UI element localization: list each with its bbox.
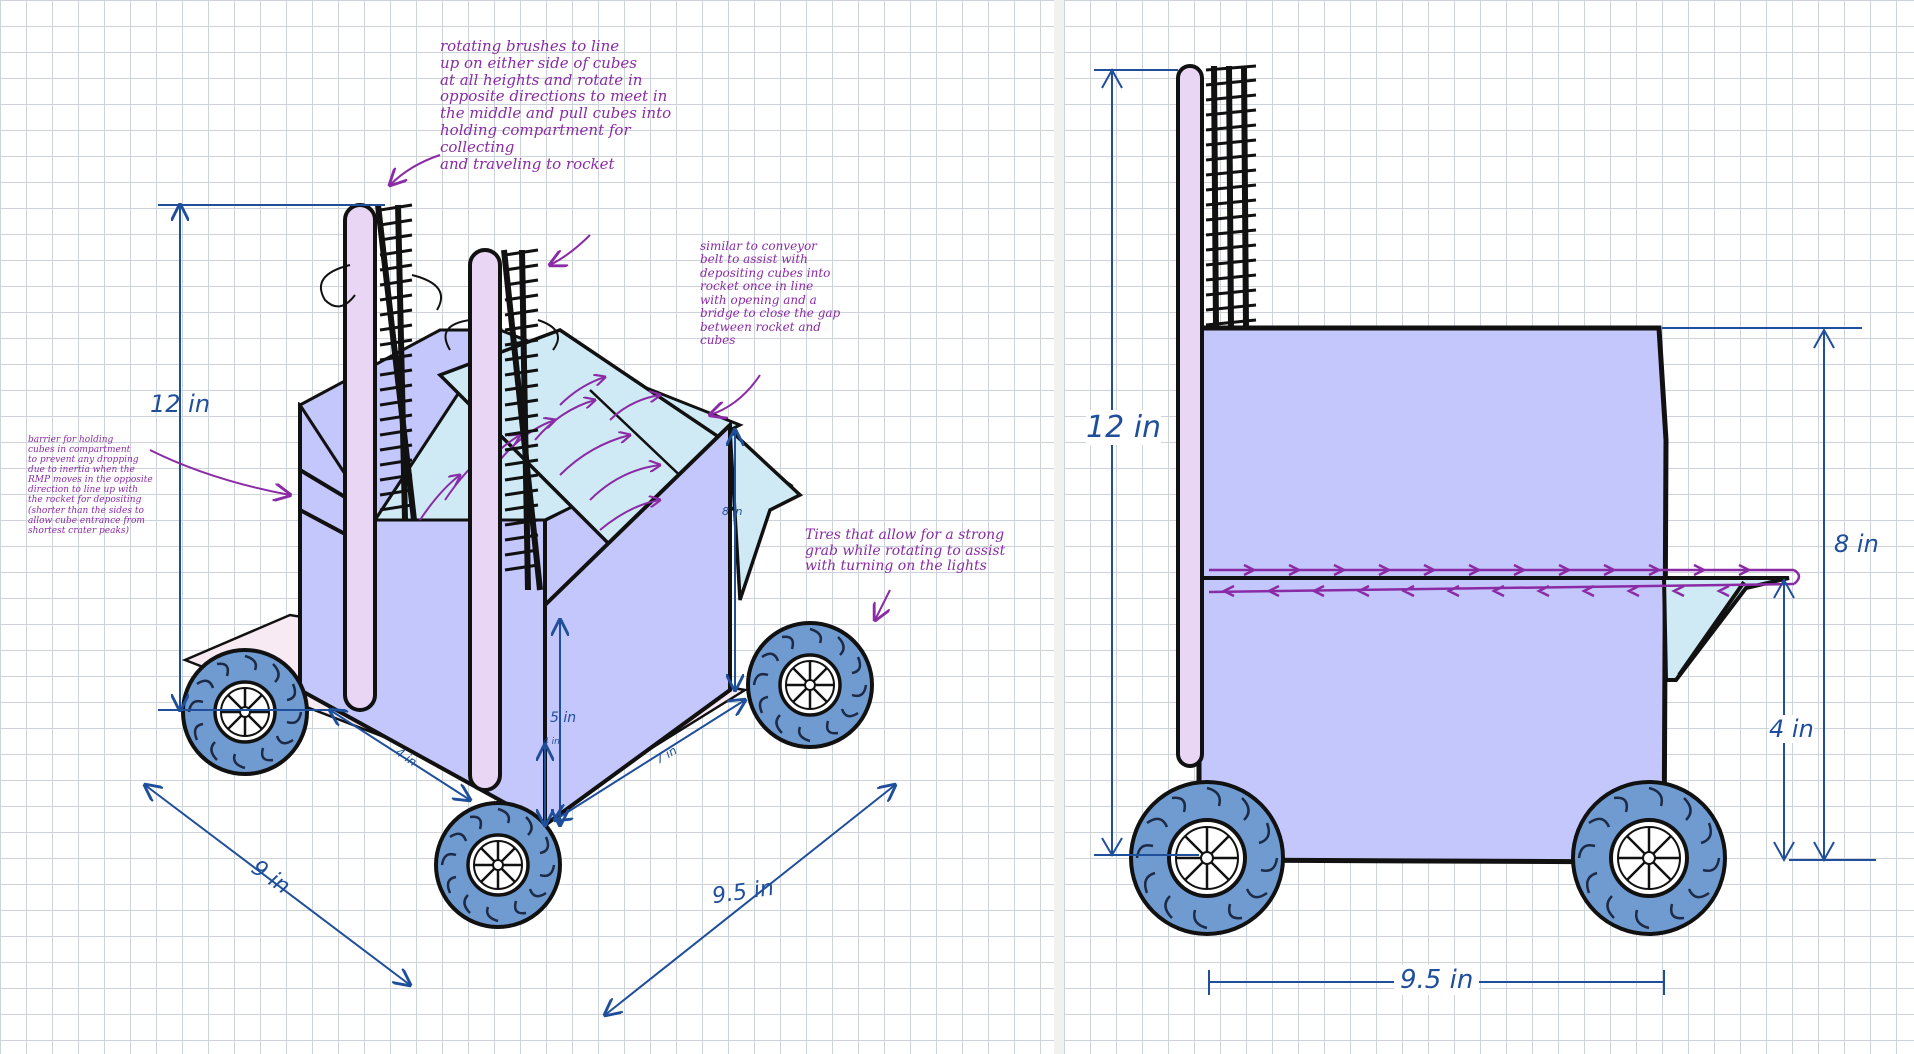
- side-length-label: 9.5 in: [1394, 965, 1480, 995]
- side-dimension-lines: [1094, 67, 1876, 995]
- right-brush: [501, 248, 543, 591]
- front-left-tire: [181, 648, 309, 776]
- isometric-view-panel: rotating brushes to line up on either si…: [0, 0, 1054, 1054]
- isometric-drawing: [0, 154, 1054, 1054]
- tires-annotation: Tires that allow for a strong grab while…: [805, 527, 1006, 575]
- side-clearance-label: 4 in: [1769, 715, 1814, 743]
- side-bridge: [1661, 576, 1790, 682]
- side-body: [1196, 325, 1669, 865]
- conveyor-annotation: similar to conveyor belt to assist with …: [700, 239, 841, 348]
- side-height-dimension-label: 8 in: [722, 505, 743, 518]
- side-box-height-label: 8 in: [1834, 530, 1879, 558]
- brushes-annotation: rotating brushes to line up on either si…: [440, 37, 672, 173]
- barrier-height-dimension-label: 4 in: [543, 737, 560, 747]
- left-pole: [343, 203, 377, 712]
- rear-right-tire: [746, 621, 874, 749]
- side-brush: [1205, 64, 1257, 329]
- side-pole: [1176, 64, 1204, 768]
- right-pole: [468, 248, 502, 792]
- left-brush: [375, 203, 417, 521]
- side-view-drawing: [1094, 64, 1876, 995]
- side-rear-tire: [1571, 780, 1727, 936]
- box-height-dimension-label: 5 in: [550, 710, 577, 726]
- side-front-tire: [1129, 780, 1285, 936]
- side-height-label: 12 in: [1086, 410, 1162, 445]
- side-conveyor-arrows: [1208, 563, 1801, 598]
- height-dimension-label: 12 in: [150, 390, 211, 418]
- side-view-panel: 12 in 8 in 4 in 9.5 in: [1064, 0, 1914, 1054]
- barrier-annotation: barrier for holding cubes in compartment…: [28, 435, 153, 536]
- dimension-lines: [145, 205, 895, 1015]
- annotation-arrows: [149, 154, 891, 620]
- front-right-tire: [434, 801, 562, 929]
